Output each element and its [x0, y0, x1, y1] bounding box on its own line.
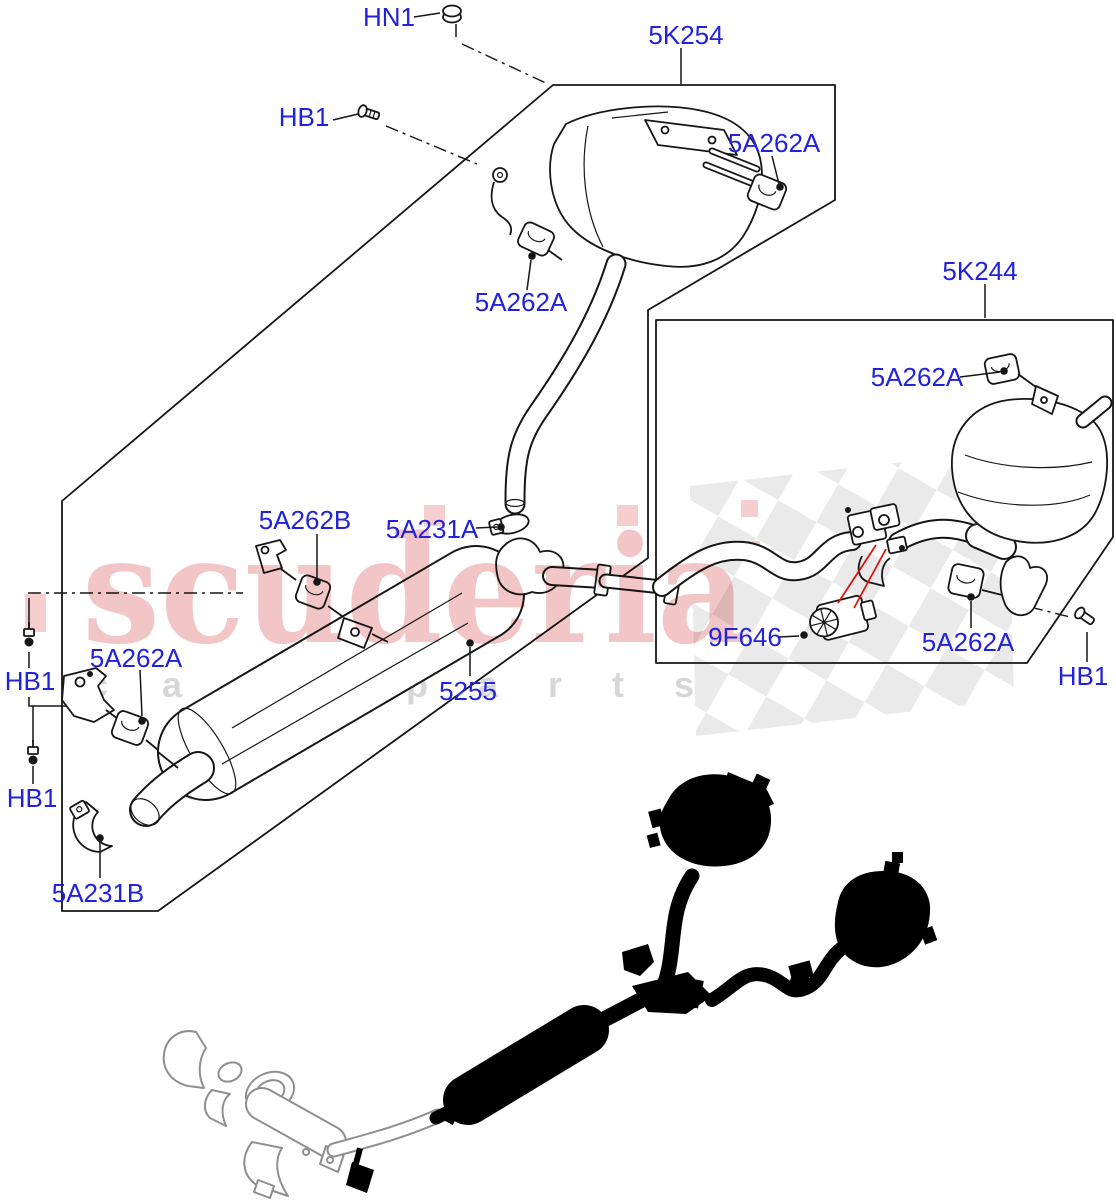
- hanger-box-lower-drawing: [947, 555, 1048, 617]
- part-number-text[interactable]: 5K244: [942, 256, 1017, 286]
- part-number-text[interactable]: 9F646: [708, 622, 782, 652]
- leader: [332, 113, 359, 121]
- part-number-text[interactable]: 5A262A: [90, 643, 183, 673]
- label-5a262a-top[interactable]: 5A262A: [728, 128, 821, 191]
- exhaust-hanger-drawing: [746, 173, 788, 211]
- label-hn1[interactable]: HN1: [363, 2, 415, 32]
- watermark-brand-text: scuderia: [82, 503, 747, 677]
- bolt-hb1-left-2-drawing: [27, 740, 39, 765]
- leader: [771, 155, 780, 185]
- leader: [778, 635, 800, 638]
- label-hb1-right[interactable]: HB1: [1058, 661, 1109, 691]
- leader: [959, 371, 1001, 378]
- label-5a262a-mid[interactable]: 5A262A: [475, 252, 568, 317]
- part-number-text[interactable]: 5A262A: [475, 287, 568, 317]
- intermediate-pipe-drawing: [506, 264, 616, 507]
- part-number-text[interactable]: 5A262A: [728, 128, 821, 158]
- part-number-text[interactable]: HB1: [7, 783, 58, 813]
- kit-boundary-5K244: [655, 319, 1114, 664]
- bolt-hb1-top-drawing: [357, 104, 381, 121]
- bolt-hb1-left-1-drawing: [23, 622, 35, 647]
- center-line: [385, 125, 478, 165]
- nut-hn1-drawing: [413, 4, 462, 37]
- part-number-text[interactable]: 5A231B: [52, 878, 145, 908]
- label-5a262a-left[interactable]: 5A262A: [90, 643, 183, 725]
- label-5a262b[interactable]: 5A262B: [259, 505, 352, 586]
- rear-silencer-right-drawing: [951, 399, 1107, 544]
- part-number-text[interactable]: 5A262A: [922, 627, 1015, 657]
- leader-line-red: [853, 548, 887, 609]
- clamp-5a231b-drawing: [69, 799, 113, 853]
- center-line: [1029, 606, 1071, 618]
- watermark-pink-squares: [25, 500, 760, 632]
- label-5k254[interactable]: 5K254: [648, 20, 724, 84]
- center-line: [461, 43, 549, 85]
- part-number-text[interactable]: 5A262B: [259, 505, 352, 535]
- part-number-text[interactable]: 5255: [439, 676, 497, 706]
- part-number-text[interactable]: HN1: [363, 2, 415, 32]
- pink-square: [424, 505, 445, 526]
- front-hanger-bracket-drawing: [490, 167, 563, 261]
- label-5a262a-box-top[interactable]: 5A262A: [871, 362, 1008, 392]
- catalyst-outline-drawing: [162, 1030, 438, 1199]
- part-labels: HN1 5K254 HB1 5A262A 5A262A 5K244 5A262A: [5, 2, 1109, 908]
- pink-square: [617, 505, 638, 526]
- kit-boundary-5K254: [61, 84, 836, 912]
- leader-line-red: [837, 544, 877, 604]
- label-hb1-top[interactable]: HB1: [279, 102, 330, 132]
- silencer-bracket-tab-drawing: [337, 617, 373, 649]
- fastener-tie-lines: [28, 598, 68, 784]
- pink-square: [741, 500, 758, 517]
- exhaust-valve-drawing: [845, 503, 908, 587]
- leader: [139, 669, 143, 717]
- part-number-text[interactable]: 5K254: [648, 20, 723, 50]
- part-number-text[interactable]: HB1: [1058, 661, 1109, 691]
- label-5k244[interactable]: 5K244: [942, 256, 1018, 318]
- part-number-text[interactable]: 5A231A: [386, 514, 479, 544]
- leader: [475, 526, 498, 529]
- label-5255[interactable]: 5255: [439, 639, 497, 706]
- part-number-text[interactable]: HB1: [279, 102, 330, 132]
- leader: [526, 259, 532, 291]
- label-hb1-left-2[interactable]: HB1: [7, 783, 58, 813]
- red-leader-lines: [837, 544, 887, 609]
- bolt-hb1-right-drawing: [1074, 606, 1095, 626]
- exhaust-silhouette-drawing: [346, 772, 938, 1193]
- pink-square: [25, 594, 46, 632]
- label-5a231a[interactable]: 5A231A: [386, 514, 505, 544]
- part-number-text[interactable]: HB1: [5, 666, 56, 696]
- part-number-text[interactable]: 5A262A: [871, 362, 964, 392]
- construction-lines: [28, 43, 1114, 912]
- label-5a231b[interactable]: 5A231B: [52, 834, 145, 908]
- location-thumbnail: [162, 772, 938, 1199]
- label-hb1-left-1[interactable]: HB1: [5, 666, 56, 696]
- diagram-linework: [23, 4, 1107, 853]
- label-9f646[interactable]: 9F646: [708, 622, 808, 652]
- front-pipe-drawing: [126, 768, 198, 831]
- label-5a262a-box-low[interactable]: 5A262A: [922, 593, 1015, 657]
- rear-silencer-left-drawing: [549, 105, 763, 268]
